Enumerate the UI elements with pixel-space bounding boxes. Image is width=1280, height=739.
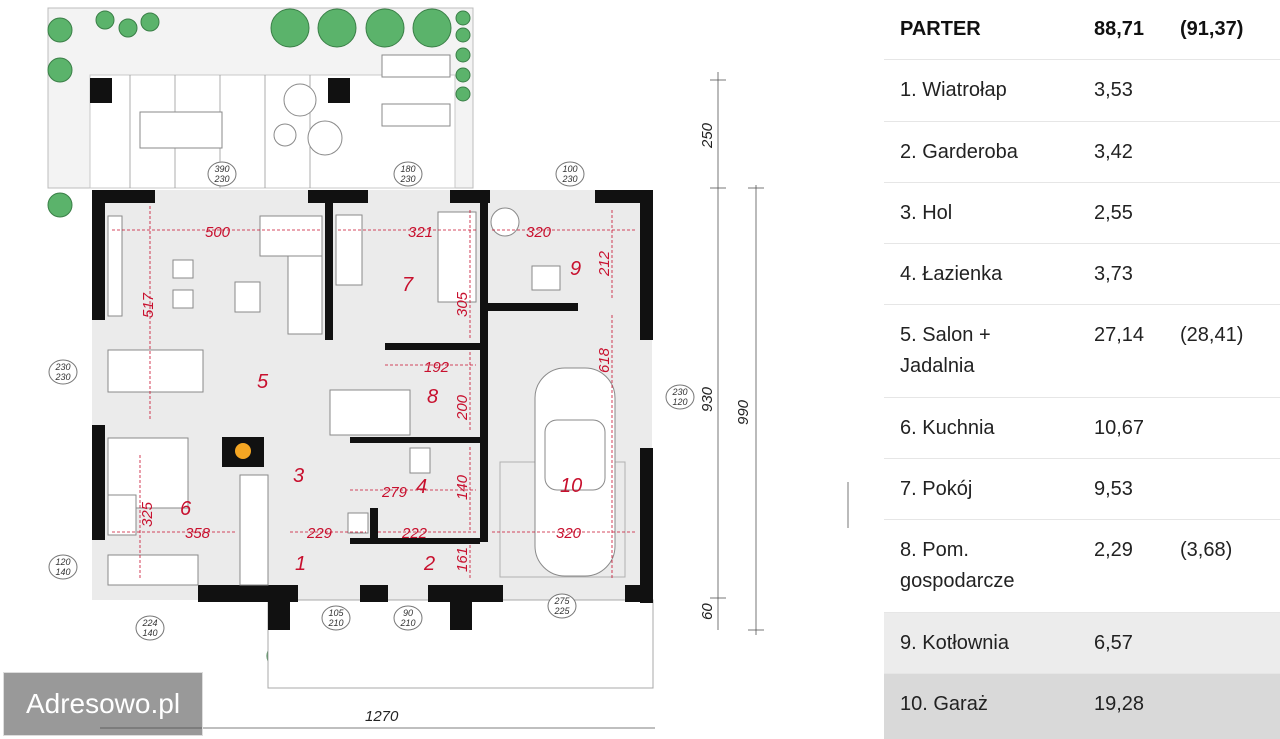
- table-row: 6. Kuchnia 10,67: [884, 398, 1280, 459]
- floor-plan-drawing: 1 2 3 4 5 6 7 8 9 10 229 222 279 140 500…: [47, 7, 849, 729]
- svg-text:225: 225: [553, 606, 570, 616]
- svg-text:90: 90: [403, 608, 413, 618]
- car: [534, 367, 616, 577]
- kitchen-counter: [239, 474, 269, 586]
- svg-text:140: 140: [55, 567, 70, 577]
- room-number: 5: [257, 371, 269, 393]
- side-dimension: 990: [735, 399, 752, 425]
- svg-text:275: 275: [553, 596, 570, 606]
- terrace-chair: [273, 123, 297, 147]
- room-dimension: 320: [556, 525, 582, 542]
- room-number: 4: [416, 476, 427, 498]
- svg-text:210: 210: [327, 618, 343, 628]
- room-dimension: 325: [139, 501, 156, 527]
- table-row: 3. Hol 2,55: [884, 183, 1280, 244]
- table-row: 2. Garderoba 3,42: [884, 122, 1280, 183]
- room-dimension: 517: [140, 292, 157, 318]
- room-dimension: 212: [596, 250, 613, 277]
- side-dimension: 250: [699, 122, 716, 149]
- svg-text:230: 230: [561, 174, 577, 184]
- room-dimension: 192: [424, 359, 450, 376]
- toilet: [409, 447, 431, 474]
- room-dimension: 618: [596, 347, 613, 373]
- watermark-badge: Adresowo.pl: [3, 672, 203, 736]
- svg-text:120: 120: [55, 557, 70, 567]
- table-row: 8. Pom. gospodarcze 2,29 (3,68): [884, 520, 1280, 613]
- dining-table: [107, 349, 204, 393]
- table-row: 1. Wiatrołap 3,53: [884, 60, 1280, 122]
- svg-text:230: 230: [671, 387, 687, 397]
- opening-tags: 390 230 180 230 100 230 230 230 230 120 …: [48, 161, 695, 641]
- room-number: 1: [295, 553, 306, 575]
- sofa: [259, 215, 323, 257]
- room-area-table: PARTER 88,71 (91,37) 1. Wiatrołap 3,53 2…: [884, 0, 1280, 739]
- svg-text:100: 100: [562, 164, 577, 174]
- room-number: 2: [423, 553, 435, 575]
- fire-icon: [235, 443, 251, 459]
- side-dimension: 930: [699, 386, 716, 412]
- svg-text:140: 140: [142, 628, 157, 638]
- room-number: 3: [293, 465, 304, 487]
- sofa: [287, 255, 323, 335]
- coffee-table: [234, 281, 261, 313]
- room-dimension: 161: [454, 547, 471, 572]
- table-header: PARTER 88,71 (91,37): [884, 0, 1280, 60]
- svg-text:224: 224: [141, 618, 157, 628]
- svg-text:120: 120: [672, 397, 687, 407]
- room-dimension: 222: [401, 525, 428, 542]
- table-row: 10. Garaż 19,28: [884, 674, 1280, 739]
- terrace-chair: [307, 120, 343, 156]
- room-dimension: 500: [205, 224, 231, 241]
- terrace-chair: [283, 83, 317, 117]
- boiler: [490, 207, 520, 237]
- bed: [335, 214, 363, 286]
- room-number: 8: [427, 386, 438, 408]
- room-dimension: 200: [454, 394, 471, 421]
- room-number: 9: [570, 258, 581, 280]
- svg-text:210: 210: [399, 618, 415, 628]
- svg-text:390: 390: [214, 164, 229, 174]
- svg-text:230: 230: [54, 372, 70, 382]
- table-row: 7. Pokój 9,53: [884, 459, 1280, 520]
- walls: [92, 190, 653, 630]
- table-row: 9. Kotłownia 6,57: [884, 613, 1280, 674]
- room-dimension: 279: [381, 484, 408, 501]
- svg-text:230: 230: [213, 174, 229, 184]
- room-dimension: 321: [408, 224, 433, 241]
- header-alt: (91,37): [1180, 18, 1244, 40]
- table-row: 4. Łazienka 3,73: [884, 244, 1280, 305]
- room-number: 10: [560, 475, 582, 497]
- room-dimension: 305: [454, 291, 471, 317]
- room-dimension: 320: [526, 224, 552, 241]
- overall-width: 1270: [365, 708, 399, 725]
- room-number: 7: [402, 274, 414, 296]
- sun-lounger: [381, 54, 451, 78]
- cabinet: [107, 215, 123, 317]
- floor-plan: 1 2 3 4 5 6 7 8 9 10 229 222 279 140 500…: [47, 7, 849, 729]
- svg-text:230: 230: [54, 362, 70, 372]
- room-dimension: 140: [454, 474, 471, 500]
- svg-text:230: 230: [399, 174, 415, 184]
- svg-text:105: 105: [328, 608, 344, 618]
- room-number: 6: [180, 498, 192, 520]
- room-dimension: 229: [306, 525, 333, 542]
- table-row: 5. Salon + Jadalnia 27,14 (28,41): [884, 305, 1280, 398]
- header-area: 88,71: [1094, 18, 1145, 40]
- stairs: [329, 389, 411, 436]
- svg-text:180: 180: [400, 164, 415, 174]
- side-dimension: 60: [699, 603, 716, 620]
- sun-lounger: [381, 103, 451, 127]
- terrace-table: [139, 111, 223, 149]
- room-dimension: 358: [185, 525, 211, 542]
- header-name: PARTER: [900, 18, 981, 40]
- stove: [107, 494, 137, 536]
